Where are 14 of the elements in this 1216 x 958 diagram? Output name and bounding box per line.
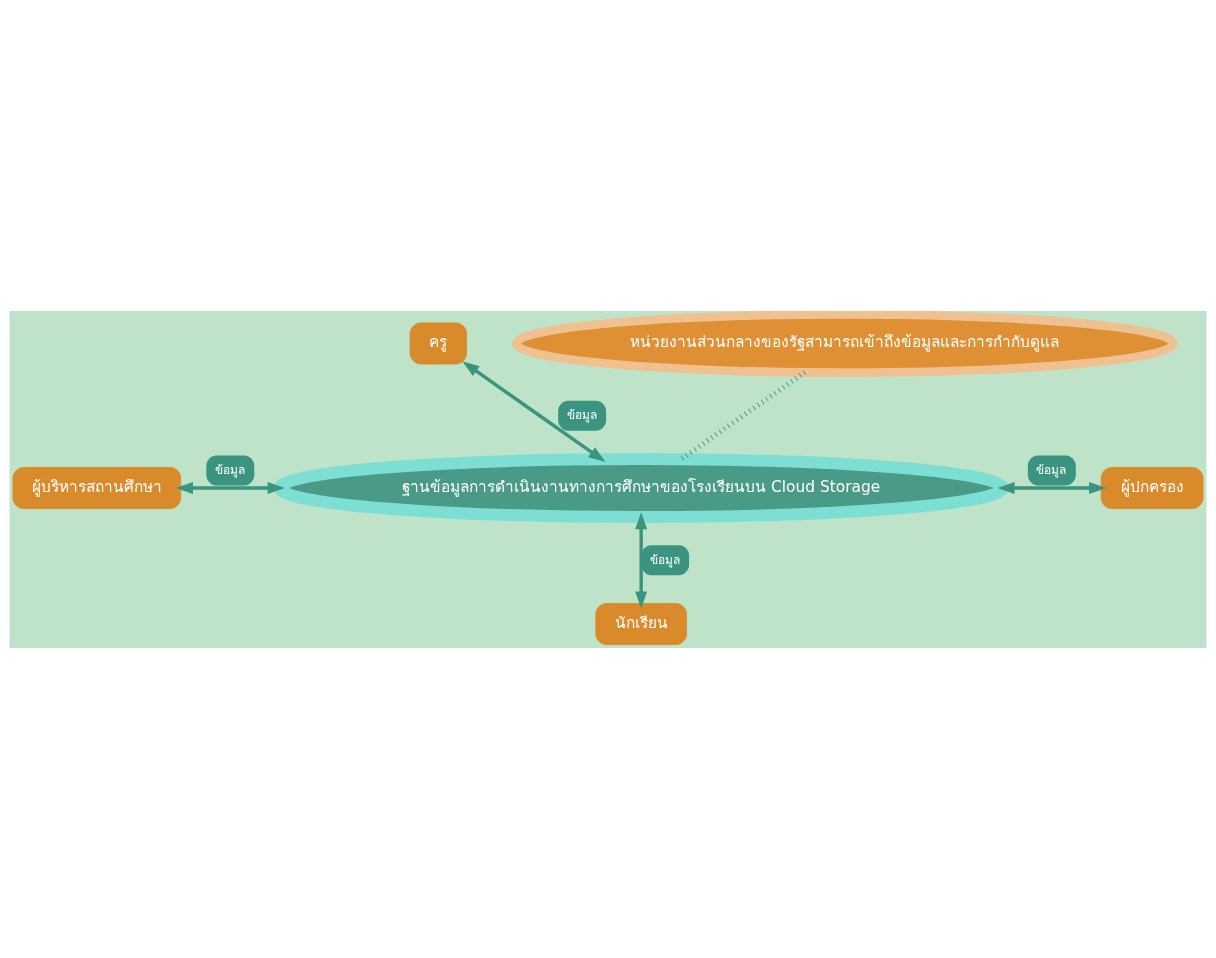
arrow [997,481,1107,494]
edge-label: ข้อมูล [566,407,597,422]
node-box: ผู้ปกครอง [1100,466,1204,509]
node-box: นักเรียน [595,602,687,645]
edge-label: ข้อมูล [1036,462,1067,477]
connector [679,369,807,461]
node-ellipse: ฐานข้อมูลการดำเนินงานทางการศึกษาของโรงเรียนบน Cloud Storage [273,452,1009,523]
node-ellipse: หน่วยงานส่วนกลางของรัฐสามารถเข้าถึงข้อมูลและการกำกับดูแล [512,310,1178,377]
node-box: ผู้บริหารสถานศึกษา [12,466,182,509]
arrow [635,511,648,609]
edge-label: ข้อมูล [214,462,245,477]
node-box: ครู [409,322,467,364]
edge-label: ข้อมูล [649,552,680,567]
arrow [175,481,285,494]
